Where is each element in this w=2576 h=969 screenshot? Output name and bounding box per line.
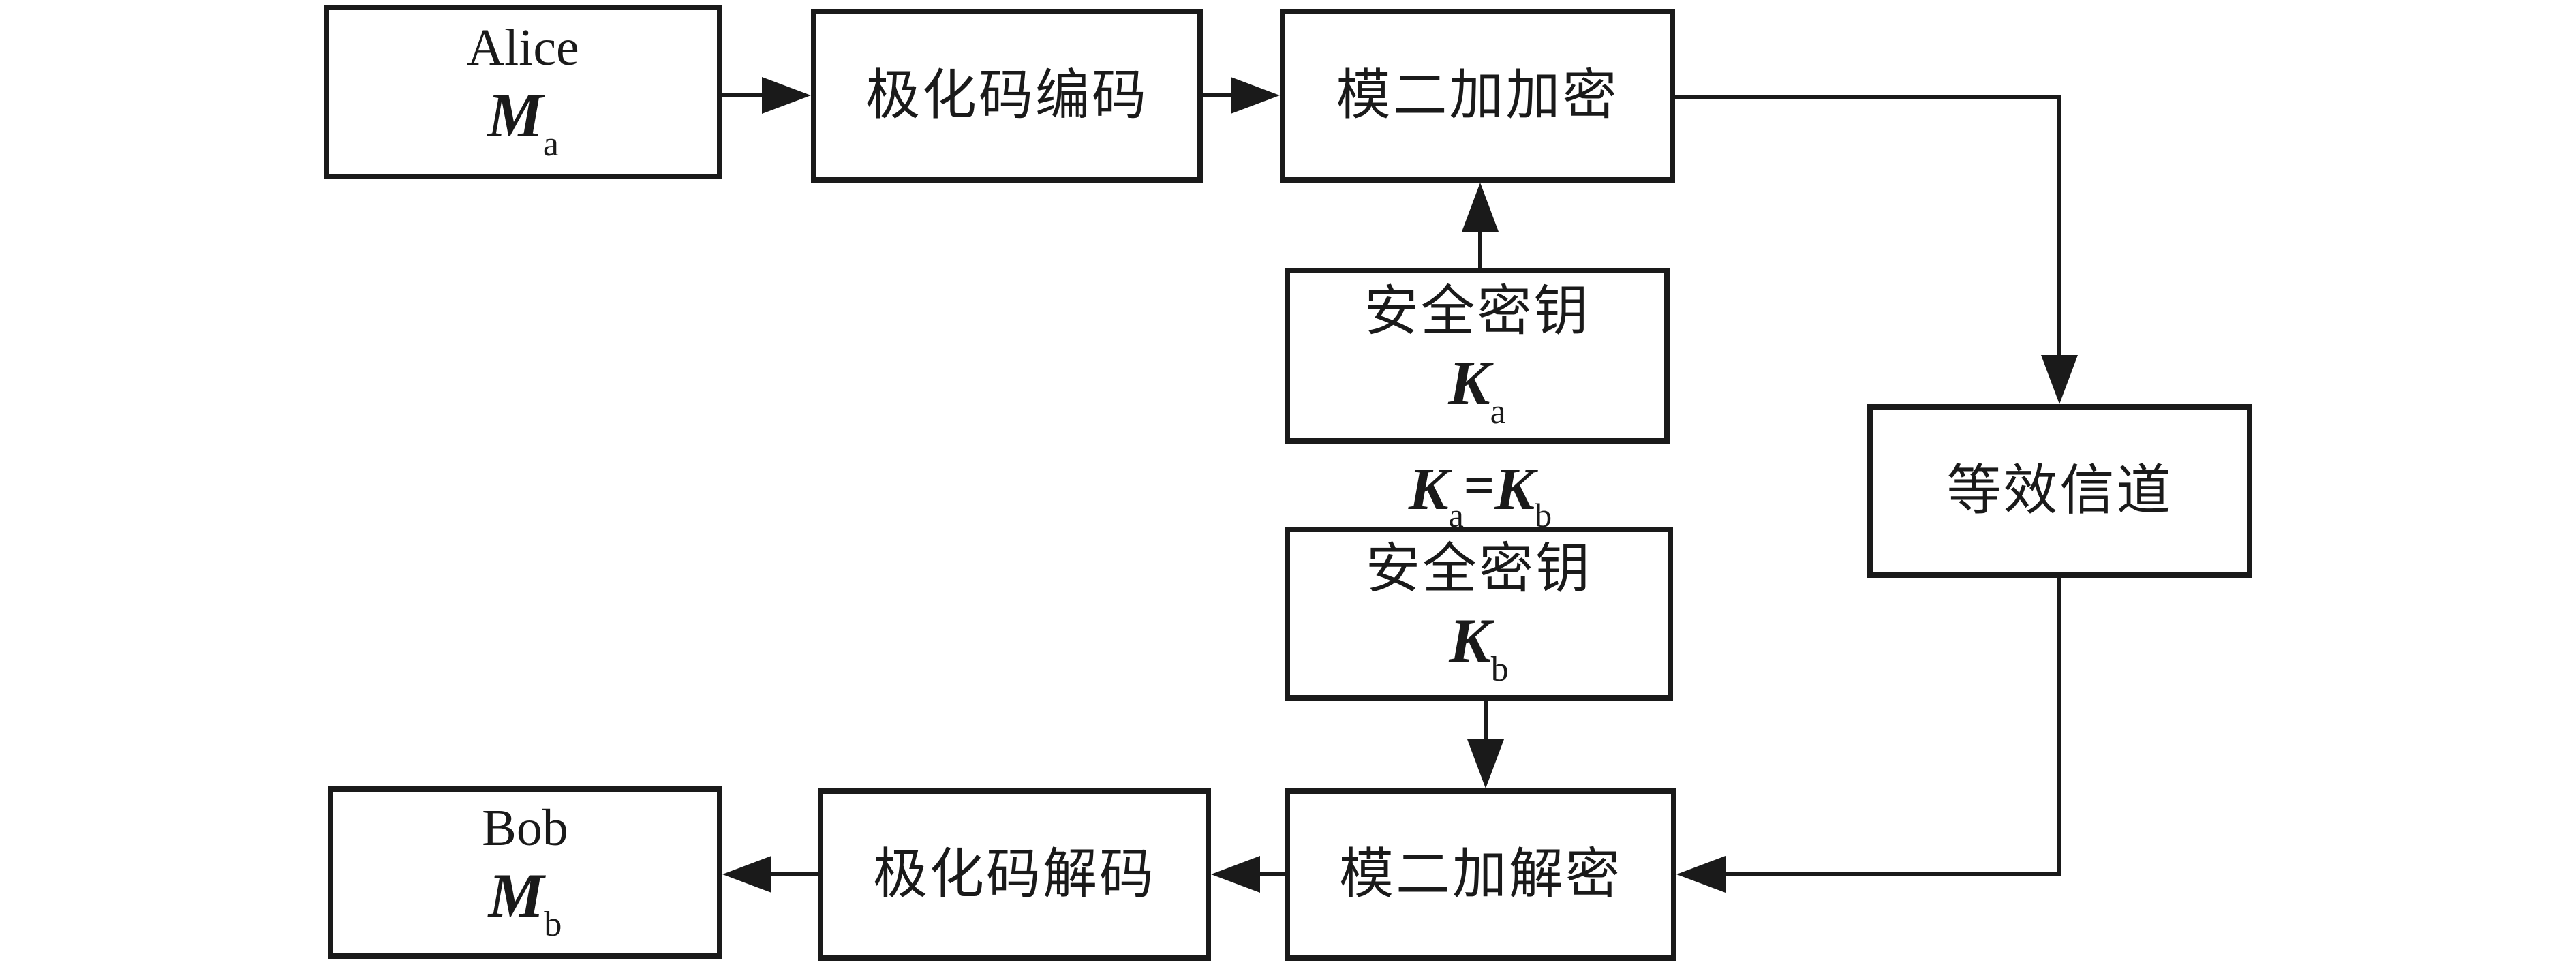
bob-symbol-var: M bbox=[488, 861, 545, 931]
key-eq-rhs: K bbox=[1494, 457, 1535, 523]
alice-message-symbol: Ma bbox=[487, 82, 559, 164]
node-polar-decoder: 极化码解码 bbox=[818, 788, 1211, 961]
key-b-symbol: Kb bbox=[1449, 608, 1508, 689]
arrowhead-into-channel bbox=[2041, 355, 2078, 404]
mod2-encrypt-label: 模二加加密 bbox=[1336, 65, 1619, 126]
key-b-label: 安全密钥 bbox=[1366, 540, 1592, 600]
key-eq-lhs-sub: a bbox=[1448, 496, 1464, 534]
alice-name-label: Alice bbox=[467, 18, 579, 76]
arrowhead-alice-to-encoder bbox=[762, 77, 811, 114]
bob-message-symbol: Mb bbox=[489, 863, 562, 944]
equivalent-channel-label: 等效信道 bbox=[1946, 461, 2173, 521]
node-key-a: 安全密钥 Ka bbox=[1285, 268, 1670, 444]
line-alice-to-encoder bbox=[722, 93, 762, 97]
line-encrypt-to-channel-vertical bbox=[2057, 95, 2061, 358]
bob-name-label: Bob bbox=[482, 799, 568, 857]
node-key-b: 安全密钥 Kb bbox=[1285, 527, 1673, 701]
key-equality-annotation: Ka=Kb bbox=[1310, 455, 1651, 535]
arrowhead-decrypt-to-decoder bbox=[1211, 856, 1260, 893]
node-mod2-encrypt: 模二加加密 bbox=[1280, 9, 1675, 183]
alice-symbol-var: M bbox=[487, 80, 543, 150]
node-polar-encoder: 极化码编码 bbox=[811, 9, 1203, 183]
node-mod2-decrypt: 模二加解密 bbox=[1285, 788, 1676, 961]
key-eq-lhs: K bbox=[1408, 457, 1449, 523]
line-key-b-to-decrypt bbox=[1484, 701, 1488, 741]
line-channel-to-decrypt-vertical bbox=[2057, 575, 2061, 876]
polar-encoder-label: 极化码编码 bbox=[865, 65, 1148, 126]
line-decrypt-to-decoder bbox=[1260, 872, 1285, 876]
line-channel-to-decrypt-horizontal bbox=[1726, 872, 2061, 876]
key-a-symbol-subscript: a bbox=[1490, 392, 1506, 431]
line-encoder-to-encrypt bbox=[1203, 93, 1231, 97]
line-decoder-to-bob bbox=[771, 872, 818, 876]
arrowhead-into-decrypt bbox=[1676, 856, 1726, 893]
mod2-decrypt-label: 模二加解密 bbox=[1339, 844, 1622, 905]
arrowhead-decoder-to-bob bbox=[722, 856, 771, 893]
arrowhead-key-a-to-encrypt bbox=[1462, 183, 1499, 232]
key-a-symbol: Ka bbox=[1448, 350, 1505, 431]
node-equivalent-channel: 等效信道 bbox=[1867, 404, 2252, 578]
arrowhead-key-b-to-decrypt bbox=[1467, 739, 1504, 788]
key-b-symbol-var: K bbox=[1449, 606, 1491, 676]
node-bob: Bob Mb bbox=[328, 786, 722, 959]
alice-symbol-subscript: a bbox=[542, 124, 559, 164]
node-alice: Alice Ma bbox=[324, 5, 722, 179]
key-eq-equals: = bbox=[1463, 456, 1495, 516]
key-b-symbol-subscript: b bbox=[1490, 650, 1509, 690]
key-a-symbol-var: K bbox=[1448, 348, 1490, 418]
line-key-a-to-encrypt bbox=[1478, 229, 1482, 271]
arrowhead-encoder-to-encrypt bbox=[1231, 77, 1280, 114]
polar-decoder-label: 极化码解码 bbox=[873, 844, 1156, 905]
bob-symbol-subscript: b bbox=[544, 905, 562, 944]
line-encrypt-to-channel-horizontal bbox=[1675, 95, 2061, 99]
key-a-label: 安全密钥 bbox=[1364, 281, 1591, 342]
